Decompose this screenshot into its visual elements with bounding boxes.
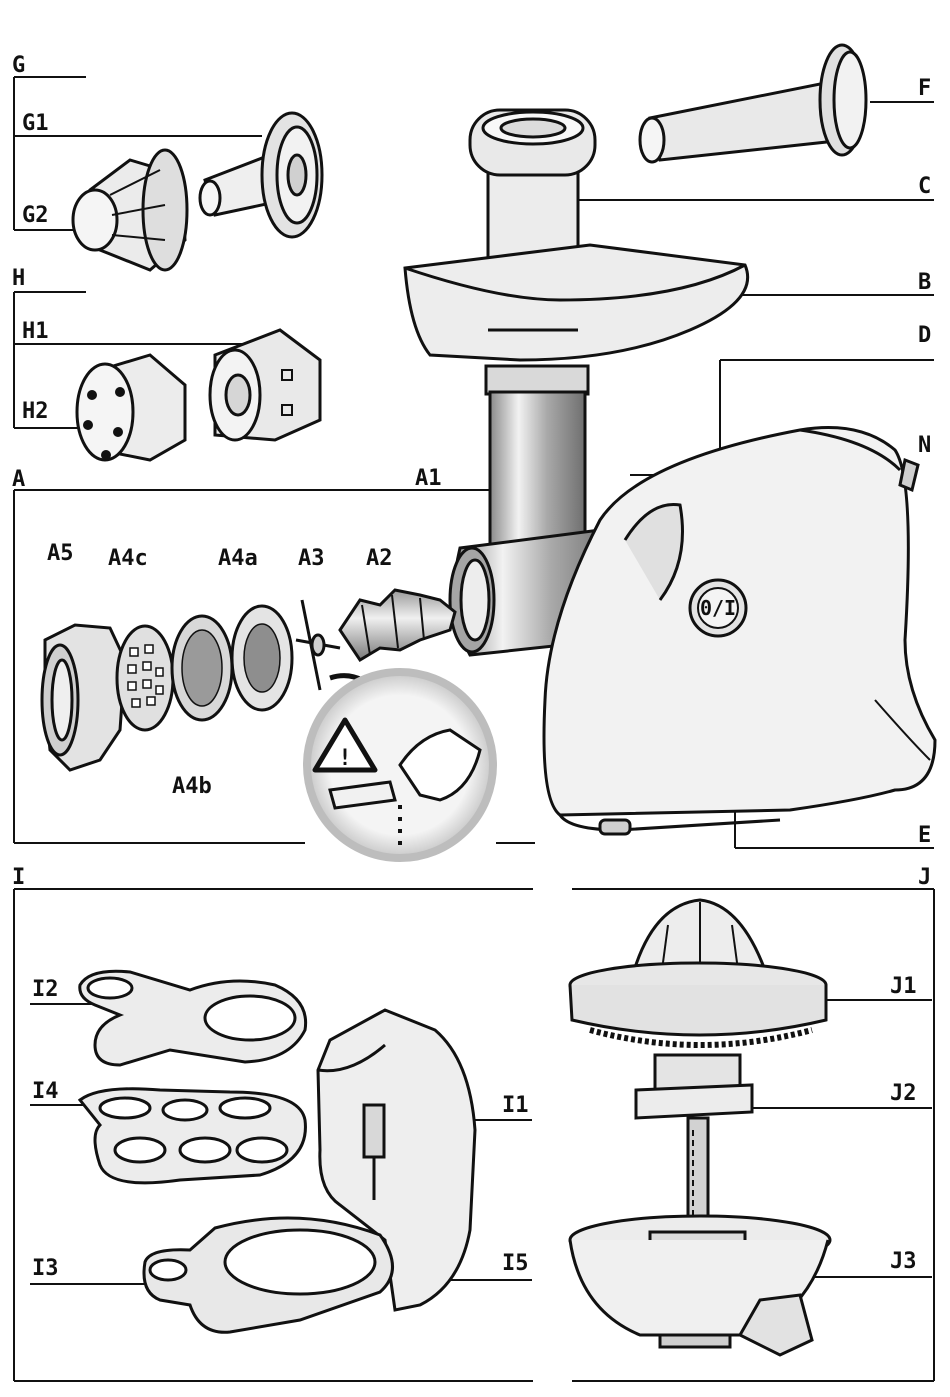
part-g2 (73, 150, 187, 270)
label-i1: I1 (502, 1093, 529, 1118)
part-g1 (200, 113, 322, 237)
label-a5: A5 (47, 541, 74, 566)
disc-part-a4b (172, 616, 232, 720)
disc-part-a4c (117, 626, 173, 730)
juicer-adapter-part-j2 (636, 1055, 752, 1228)
label-h: H (12, 266, 25, 291)
tray-part-b (405, 245, 748, 360)
juicer-cone-part-j1 (570, 900, 826, 1045)
screw-part-a2 (340, 590, 455, 660)
label-j3: J3 (890, 1249, 917, 1274)
juicer-bowl-part-j3 (570, 1216, 830, 1355)
warning-mark: ! (338, 746, 351, 771)
pusher-part-f (640, 45, 866, 162)
label-a3: A3 (298, 546, 325, 571)
motor-body (544, 428, 935, 835)
label-c: C (918, 174, 931, 199)
label-b: B (918, 270, 931, 295)
label-i5: I5 (502, 1251, 529, 1276)
warning-badge: ! (307, 672, 493, 858)
label-i3: I3 (32, 1256, 59, 1281)
label-a4a: A4a (218, 546, 258, 571)
label-a2: A2 (366, 546, 393, 571)
part-h1 (210, 330, 320, 440)
label-j1: J1 (890, 974, 917, 999)
label-j2: J2 (890, 1081, 917, 1106)
part-h2 (77, 355, 185, 460)
label-i: I (12, 865, 25, 890)
holder-part-i2 (80, 971, 306, 1065)
label-f: F (918, 76, 931, 101)
label-a4c: A4c (108, 546, 148, 571)
label-i2: I2 (32, 977, 59, 1002)
holder-part-i3 (144, 1218, 393, 1332)
label-h1: H1 (22, 319, 49, 344)
label-j: J (918, 865, 931, 890)
label-a: A (12, 467, 25, 492)
switch-symbol: 0/I (700, 596, 736, 620)
ring-part-a5 (42, 625, 125, 770)
label-d: D (918, 323, 931, 348)
label-i4: I4 (32, 1079, 59, 1104)
disc-part-a4a (232, 606, 292, 710)
holder-part-i4 (80, 1089, 305, 1183)
label-n: N (918, 433, 931, 458)
label-g: G (12, 53, 25, 78)
label-h2: H2 (22, 399, 49, 424)
label-g2: G2 (22, 203, 49, 228)
label-g1: G1 (22, 111, 49, 136)
power-switch-icon: 0/I (690, 580, 746, 636)
label-e: E (918, 823, 931, 848)
label-a4b: A4b (172, 774, 212, 799)
label-a1: A1 (415, 466, 442, 491)
